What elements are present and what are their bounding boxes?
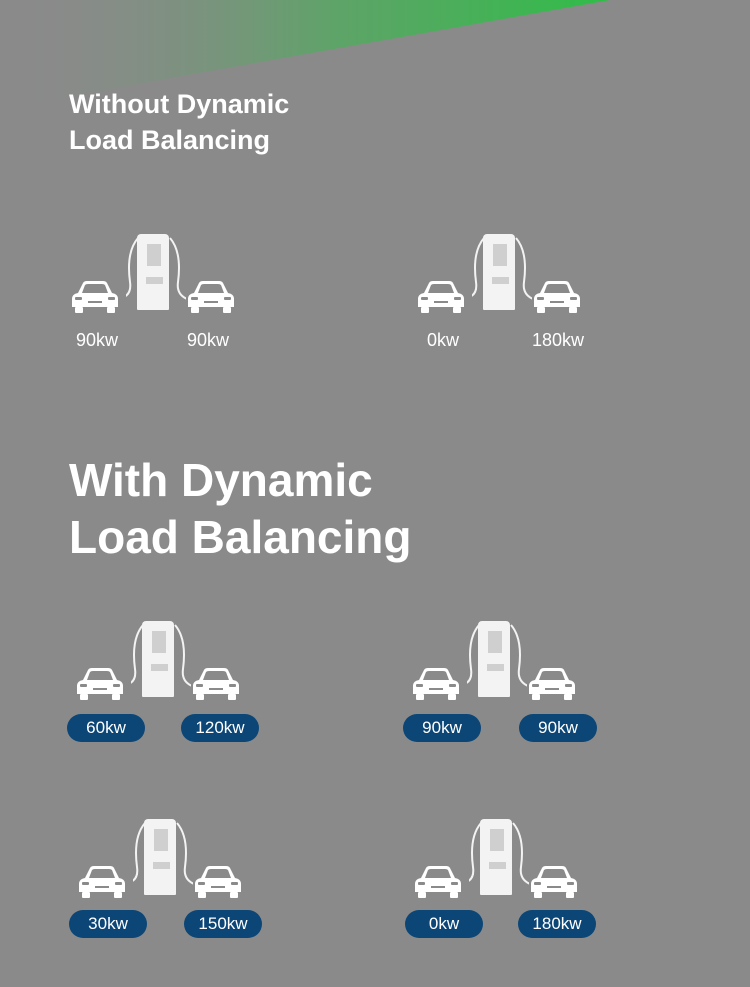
with-scene-3: 30kw 150kw — [69, 815, 329, 945]
charging-station-icon — [126, 232, 186, 314]
car-icon — [186, 280, 236, 314]
right-power-badge: 120kw — [181, 714, 259, 742]
charging-station-icon — [131, 619, 191, 701]
left-power-badge: 30kw — [69, 910, 147, 938]
heading-with-dlb: With Dynamic Load Balancing — [69, 454, 412, 563]
car-icon — [77, 865, 127, 899]
car-icon — [527, 667, 577, 701]
car-icon — [413, 865, 463, 899]
right-power-badge: 90kw — [519, 714, 597, 742]
car-icon — [411, 667, 461, 701]
car-icon — [532, 280, 582, 314]
charging-station-icon — [467, 619, 527, 701]
without-scene-1: 90kw 90kw — [62, 230, 322, 360]
charging-station-icon — [472, 232, 532, 314]
left-power-label: 90kw — [75, 330, 119, 350]
car-icon — [191, 667, 241, 701]
right-power-badge: 180kw — [518, 910, 596, 938]
with-scene-2: 90kw 90kw — [403, 617, 663, 747]
car-icon — [416, 280, 466, 314]
left-power-badge: 0kw — [405, 910, 483, 938]
right-power-badge: 150kw — [184, 910, 262, 938]
car-icon — [70, 280, 120, 314]
right-power-label: 90kw — [186, 330, 230, 350]
green-accent-stripe — [0, 0, 610, 110]
car-icon — [529, 865, 579, 899]
without-scene-2: 0kw 180kw — [408, 230, 668, 360]
car-icon — [193, 865, 243, 899]
left-power-badge: 90kw — [403, 714, 481, 742]
heading-without-dlb: Without Dynamic Load Balancing — [69, 89, 290, 155]
charging-station-icon — [469, 817, 529, 899]
charging-station-icon — [133, 817, 193, 899]
with-scene-1: 60kw 120kw — [67, 617, 327, 747]
car-icon — [75, 667, 125, 701]
right-power-label: 180kw — [531, 330, 585, 350]
left-power-label: 0kw — [426, 330, 459, 350]
with-scene-4: 0kw 180kw — [405, 815, 665, 945]
left-power-badge: 60kw — [67, 714, 145, 742]
